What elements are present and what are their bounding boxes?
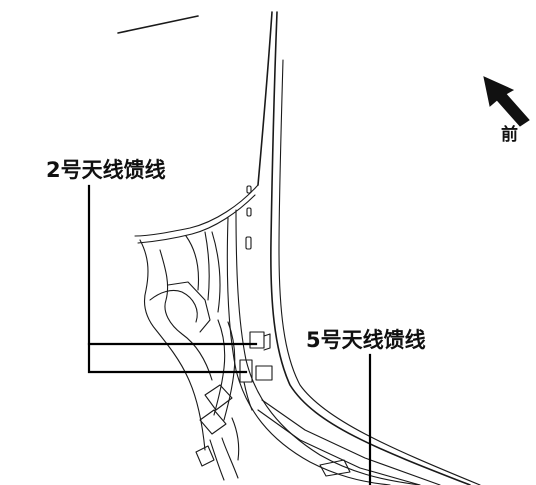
feeder-5-label: 5号天线馈线 — [306, 328, 426, 352]
connector-2-lower — [239, 359, 273, 411]
pillar-outline — [134, 11, 481, 485]
connector-2 — [249, 331, 271, 351]
front-direction-label: 前 — [501, 125, 518, 145]
front-arrow-icon — [483, 76, 530, 127]
roof-edge-line — [117, 15, 199, 34]
sill-detail — [319, 459, 351, 477]
feeder-2-label: 2号天线馈线 — [46, 158, 166, 182]
antenna-harness — [195, 319, 240, 481]
leader-feeder-2 — [87, 184, 258, 374]
interior-trim — [139, 231, 221, 451]
pillar-holes — [245, 185, 252, 250]
